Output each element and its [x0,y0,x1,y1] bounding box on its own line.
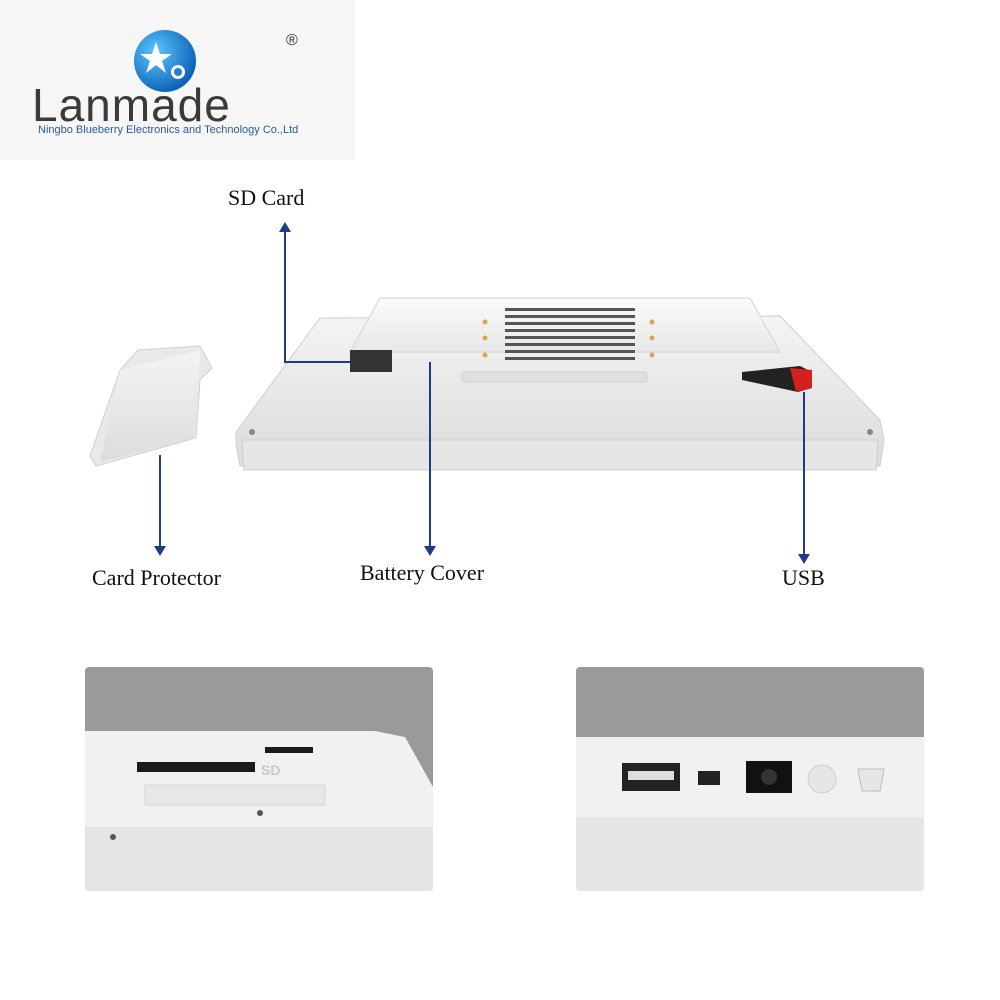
sd-card-slot [137,762,255,772]
round-port [807,764,837,794]
device-illustration [89,222,885,564]
sd-slot-detail-illustration: SD [85,731,433,891]
device-body [235,297,885,471]
registered-mark: ® [286,32,298,49]
mini-usb-port [857,768,885,792]
label-battery-cover: Battery Cover [360,560,485,585]
label-sd-card: SD Card [228,185,305,210]
ports-detail-photo [576,667,924,891]
switch-port [698,771,720,785]
micro-sd-slot [265,747,313,753]
card-protector-part [89,345,213,467]
logo-star-icon [134,30,196,92]
brand-name: Lanmade [32,79,231,131]
company-name: Ningbo Blueberry Electronics and Technol… [38,124,299,136]
sd-slot [350,350,392,372]
label-card-protector: Card Protector [92,565,221,590]
sd-slot-detail-photo: SD [85,667,433,891]
label-usb: USB [782,565,825,590]
sd-marking: SD [261,762,280,778]
ports-detail-illustration [576,737,924,891]
